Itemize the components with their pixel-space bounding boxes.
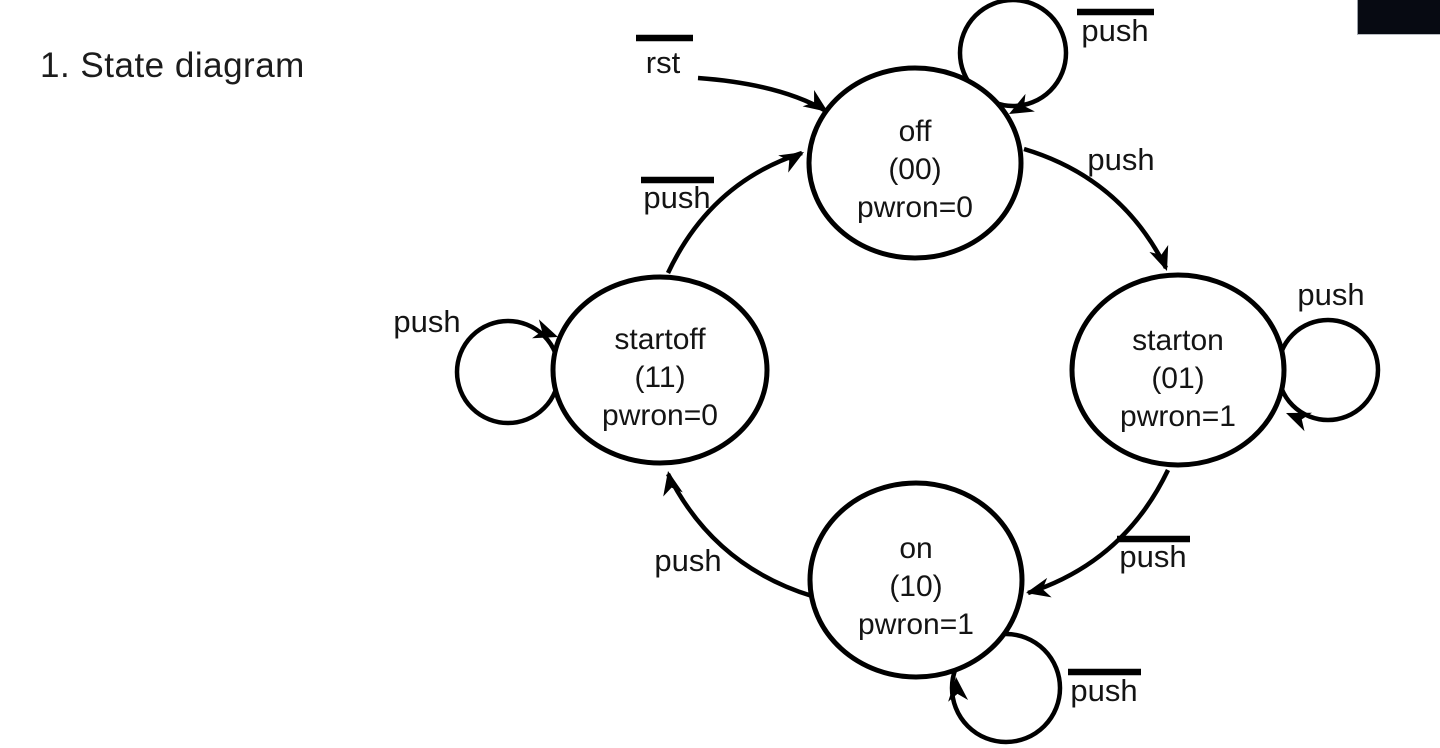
edge-label-startoff-to-off: push xyxy=(643,180,710,215)
state-startoff-encoding: (11) xyxy=(634,361,685,394)
state-on-output: pwron=1 xyxy=(858,608,974,641)
state-off-output: pwron=0 xyxy=(857,191,973,224)
state-startoff-output: pwron=0 xyxy=(602,399,718,432)
state-startoff xyxy=(550,274,770,466)
arrowhead-self-loop-on xyxy=(948,677,969,702)
arrowhead-self-loop-off xyxy=(1009,93,1035,114)
edge-label-rst: rst xyxy=(646,45,681,80)
self-loop-off xyxy=(957,0,1069,109)
state-starton xyxy=(1069,272,1287,468)
edge-label-on-to-startoff: push xyxy=(654,543,721,578)
state-starton-encoding: (01) xyxy=(1151,362,1204,395)
state-on xyxy=(807,480,1025,680)
edge-on-to-startoff xyxy=(665,472,813,599)
state-on-encoding: (10) xyxy=(889,570,942,603)
arrowhead-self-loop-startoff xyxy=(532,319,558,339)
dark-corner-fragment xyxy=(1357,0,1440,35)
arrowhead-self-loop-starton xyxy=(1286,412,1312,432)
edge-label-on-loop: push xyxy=(1070,673,1137,708)
arrowhead-starton-to-on xyxy=(1026,577,1052,598)
edge-label-off-loop: push xyxy=(1081,13,1148,48)
self-loop-starton xyxy=(1275,317,1381,423)
edge-label-startoff-loop: push xyxy=(393,304,460,339)
edge-starton-to-on xyxy=(1027,469,1171,596)
arrowhead-reset-to-off xyxy=(802,90,828,112)
state-off xyxy=(806,65,1024,261)
state-off-encoding: (00) xyxy=(888,153,941,186)
state-off-name: off xyxy=(899,115,932,148)
arrowhead-off-to-starton xyxy=(1149,245,1169,271)
edge-label-starton-to-on: push xyxy=(1119,539,1186,574)
edge-startoff-to-off xyxy=(665,150,803,274)
state-starton-output: pwron=1 xyxy=(1120,400,1236,433)
edge-off-to-starton xyxy=(1023,146,1169,270)
page-title: 1. State diagram xyxy=(40,46,305,85)
state-on-name: on xyxy=(899,532,932,565)
edge-label-off-to-starton: push xyxy=(1087,142,1154,177)
state-startoff-name: startoff xyxy=(614,323,706,356)
state-starton-name: starton xyxy=(1132,324,1224,357)
arrowhead-on-to-startoff xyxy=(663,471,683,497)
edge-label-starton-loop: push xyxy=(1297,277,1364,312)
arrowhead-startoff-to-off xyxy=(778,152,804,173)
